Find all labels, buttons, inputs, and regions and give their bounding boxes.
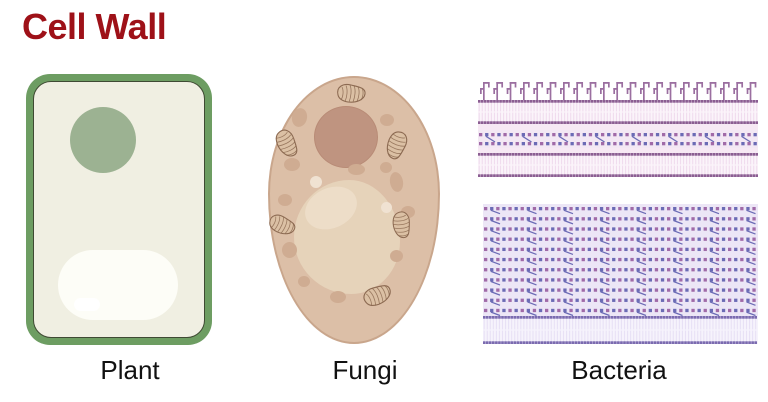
- fungi-mitochondrion: [363, 285, 391, 307]
- peptidoglycan-chains: [484, 207, 756, 317]
- peptidoglycan-chain: [484, 298, 756, 306]
- lps-molecule: [626, 82, 637, 100]
- fungi-vesicle: [380, 114, 394, 126]
- fungi-vesicle: [284, 158, 300, 171]
- peptidoglycan-chain: [484, 247, 756, 255]
- fungi-vesicle-light: [310, 176, 322, 188]
- gram-negative-envelope-figure: [478, 78, 758, 180]
- peptidoglycan-chain: [484, 268, 756, 276]
- peptidoglycan-chain: [484, 288, 756, 296]
- fungi-mitochondrion: [275, 129, 298, 157]
- lps-molecule: [600, 82, 610, 100]
- fungi-vesicle: [330, 291, 346, 303]
- lps-molecule: [640, 82, 650, 100]
- lps-molecule: [520, 82, 530, 100]
- peptidoglycan-chain: [479, 142, 757, 146]
- thin-peptidoglycan-layer: [478, 130, 758, 149]
- lps-molecule: [746, 82, 757, 100]
- fungi-vesicle: [390, 250, 403, 262]
- peptidoglycan-chain: [484, 237, 756, 245]
- lps-molecule: [493, 82, 504, 100]
- lps-molecule: [680, 82, 690, 100]
- page-title: Cell Wall: [22, 6, 167, 47]
- lps-molecule: [653, 82, 664, 100]
- lps-molecule: [666, 82, 677, 100]
- lps-molecule: [533, 82, 544, 100]
- caption-plant: Plant: [100, 355, 160, 385]
- fungi-vesicle-light: [381, 202, 392, 213]
- inner-plasma-membrane-bilayer: [478, 153, 758, 177]
- peptidoglycan-chain: [484, 227, 756, 235]
- plasma-membrane-bilayer: [483, 316, 758, 344]
- fungi-vesicle: [282, 242, 297, 258]
- membrane-bilayer: [478, 153, 758, 177]
- plant-vacuole-highlight: [74, 298, 100, 311]
- membrane-bilayer: [478, 100, 758, 124]
- lps-molecule: [586, 82, 597, 100]
- peptidoglycan-chain: [484, 278, 756, 286]
- lps-molecule: [560, 82, 570, 100]
- lps-molecule: [720, 82, 730, 100]
- fungi-vesicle: [348, 164, 365, 175]
- lps-molecule: [573, 82, 584, 100]
- fungi-mitochondrion: [386, 131, 408, 160]
- lps-molecule: [480, 82, 490, 100]
- plant-nucleus: [70, 107, 136, 173]
- membrane-bilayer: [483, 316, 758, 344]
- gram-positive-envelope-figure: [483, 204, 758, 346]
- peptidoglycan-chain: [479, 133, 757, 143]
- fungi-mitochondrion: [269, 214, 296, 235]
- lps-molecule: [546, 82, 557, 100]
- peptidoglycan-chain: [484, 308, 756, 317]
- peptidoglycan-chain: [484, 207, 756, 215]
- caption-fungi: Fungi: [332, 355, 398, 385]
- fungi-cell-figure: [268, 76, 440, 344]
- lps-molecule: [706, 82, 717, 100]
- fungi-vesicle: [278, 194, 292, 206]
- fungi-mitochondrion: [392, 211, 410, 239]
- lps-molecule: [506, 82, 517, 100]
- periplasmic-space: [478, 124, 758, 131]
- outer-membrane-bilayer: [478, 100, 758, 124]
- lipopolysaccharide-projections: [480, 82, 757, 100]
- lps-molecule: [693, 82, 704, 100]
- periplasmic-space: [478, 148, 758, 153]
- peptidoglycan-chain: [484, 257, 756, 266]
- plant-cell-figure: [26, 74, 212, 345]
- lps-molecule: [613, 82, 624, 100]
- caption-bacteria: Bacteria: [571, 355, 667, 385]
- lps-molecule: [733, 82, 744, 100]
- fungi-mitochondrion: [337, 83, 366, 103]
- fungi-vesicle: [380, 162, 392, 173]
- fungi-nucleus: [314, 106, 378, 168]
- peptidoglycan-chain: [484, 217, 756, 225]
- fungi-vesicle: [298, 276, 310, 287]
